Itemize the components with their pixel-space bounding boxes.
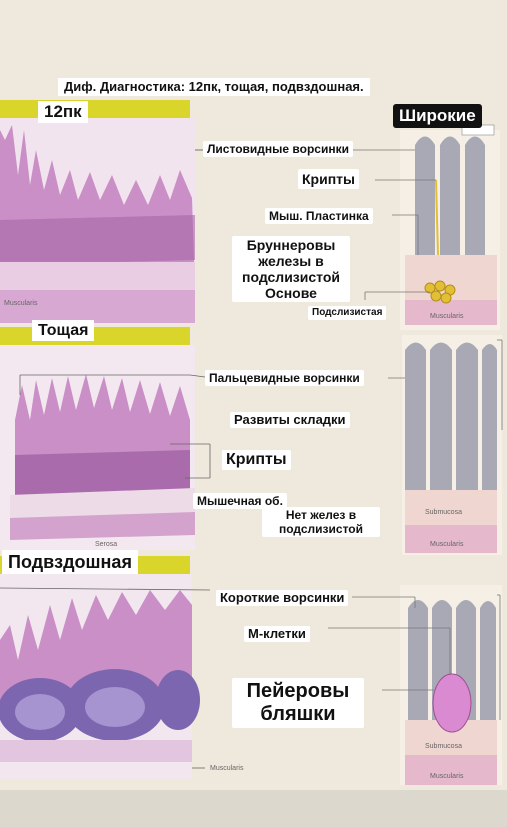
label-folds: Развиты складки [230,412,350,428]
badge-wide: Широкие [393,104,482,128]
bottom-strip [0,790,507,827]
duodenum-header-bar [0,100,190,118]
duodenum-muscularis-layer [0,290,195,323]
faint-muscularis-duodenum: Muscularis [4,300,38,307]
jejunum-micrograph [0,327,211,550]
jejunum-header-bar [0,327,190,345]
label-no-submucosal-glands: Нет желез в подслизистой [262,507,380,537]
peyer-patch-schematic [432,673,472,733]
label-peyer-patches: Пейеровы бляшки [232,678,364,728]
faint-serosa: Serosa [95,541,118,548]
label-submucosa-duodenum: Подслизистая [308,306,387,320]
ileum-schematic [328,585,502,785]
label-leaf-villi: Листовидные ворсинки [203,141,353,157]
ileum-mucosa [0,590,192,700]
page-title: Диф. Диагностика: 12пк, тощая, подвздошн… [58,78,370,96]
label-crypts-jejunum: Крипты [222,450,291,470]
faint-muscularis-ileum-right: Muscularis [430,773,464,780]
section-heading-duodenum: 12пк [38,101,88,123]
label-muscularis-mucosae: Мыш. Пластинка [265,208,373,224]
faint-muscularis-ileum: Muscularis [210,765,244,772]
section-heading-jejunum: Тощая [32,320,95,341]
section-heading-ileum: Подвздошная [2,550,138,574]
label-short-villi: Короткие ворсинки [216,590,349,606]
label-finger-villi: Пальцевидные ворсинки [205,370,364,386]
label-muscular-layer: Мышечная об. [193,493,287,509]
duodenum-schematic [350,124,500,330]
label-m-cells: М-клетки [244,626,310,642]
peyer-patch-3 [156,670,200,730]
faint-submucosa-ileum: Submucosa [425,743,462,750]
duodenum-submucosa-layer [0,262,195,292]
jejunum-schematic [388,335,503,555]
duodenum-micrograph [0,100,205,323]
duodenum-crypt-layer [0,215,195,265]
ileum-micrograph [0,556,211,779]
faint-muscularis-duodenum-right: Muscularis [430,313,464,320]
faint-muscularis-jejunum: Muscularis [430,541,464,548]
label-crypts-duodenum: Крипты [298,169,359,189]
faint-submucosa-jejunum: Submucosa [425,509,462,516]
label-brunner-glands: Бруннеровы железы в подслизистой Основе [232,236,350,302]
